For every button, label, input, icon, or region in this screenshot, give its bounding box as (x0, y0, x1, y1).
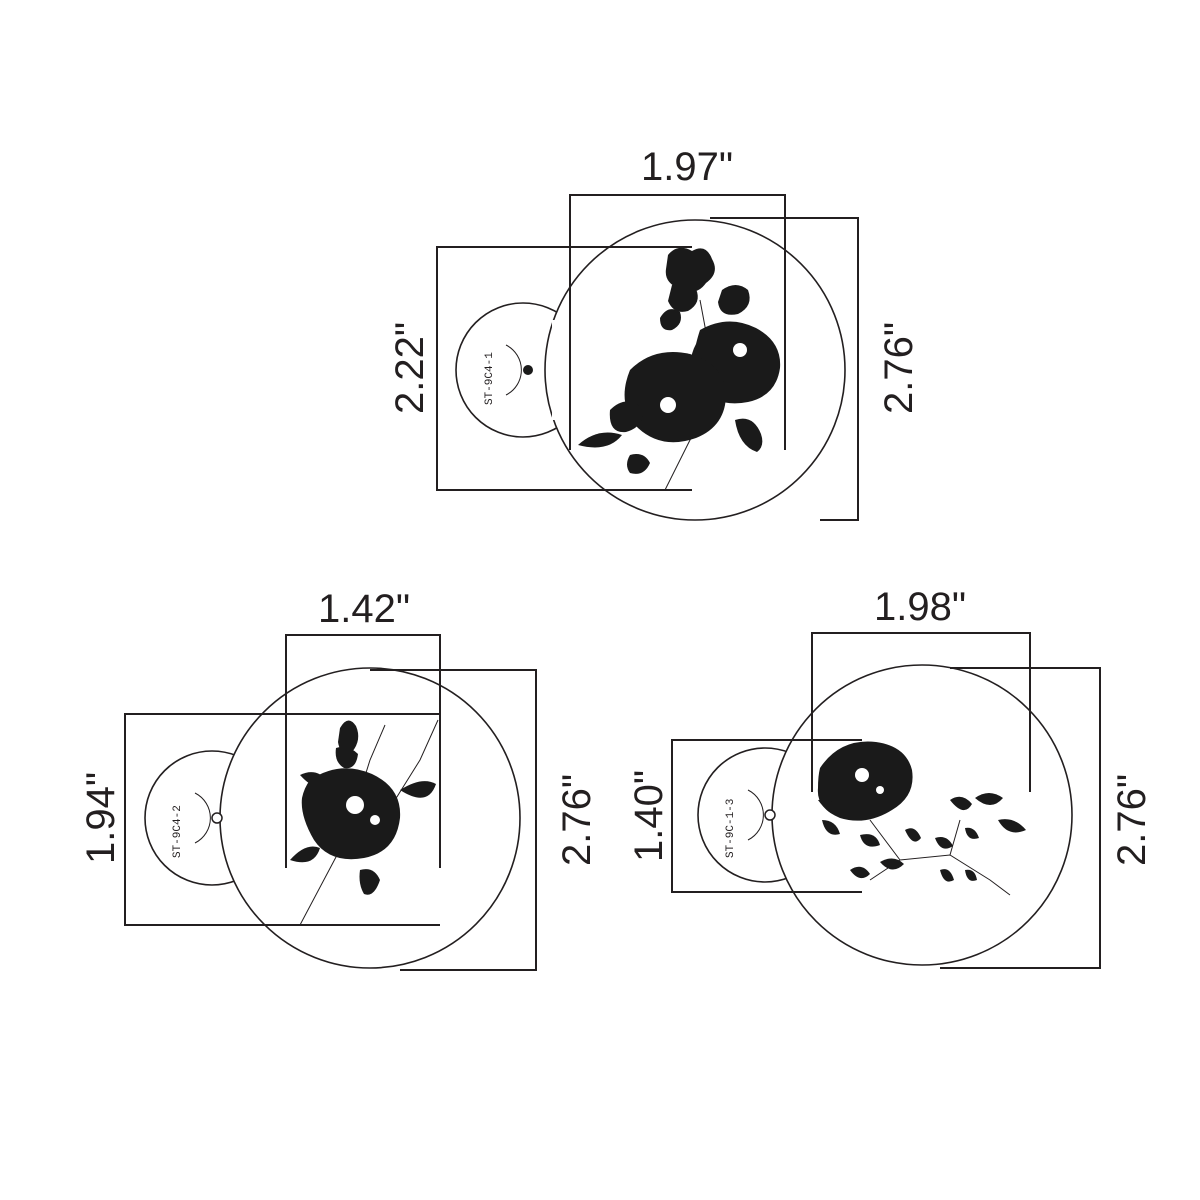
width-label: 1.97" (641, 145, 733, 189)
left-height-label: 2.22" (388, 322, 432, 414)
right-height-label: 2.76" (877, 322, 921, 414)
width-label: 1.42" (318, 587, 410, 631)
dimension-lines (124, 634, 537, 971)
dimension-lines (436, 194, 859, 521)
width-label: 1.98" (874, 585, 966, 629)
dimension-lines (671, 632, 1101, 969)
single-rose-icon (290, 719, 439, 926)
stencil-code: ST-9C4-1 (484, 352, 496, 405)
center-hole-icon (764, 809, 776, 821)
left-height-label: 1.94" (79, 772, 123, 864)
center-hole-icon (211, 812, 223, 824)
stencil-3-outline: ST-9C-1-3 (697, 664, 1073, 966)
left-height-label: 1.40" (627, 770, 671, 862)
stencil-code: ST-9C-1-3 (725, 799, 737, 858)
stencil-code: ST-9C4-2 (172, 805, 184, 858)
right-height-label: 2.76" (555, 774, 599, 866)
stencil-1: ST-9C4-1 1.97" 2.22" 2.76" (388, 145, 921, 521)
stencil-2: ST-9C4-2 1.42" 1.94" 2.76" (79, 587, 599, 971)
right-height-label: 2.76" (1110, 774, 1154, 866)
rose-branch-icon (817, 741, 1026, 896)
center-hole-icon (523, 365, 533, 375)
stencil-3: ST-9C-1-3 1.98 (627, 585, 1154, 969)
rose-bouquet-icon (578, 247, 781, 491)
